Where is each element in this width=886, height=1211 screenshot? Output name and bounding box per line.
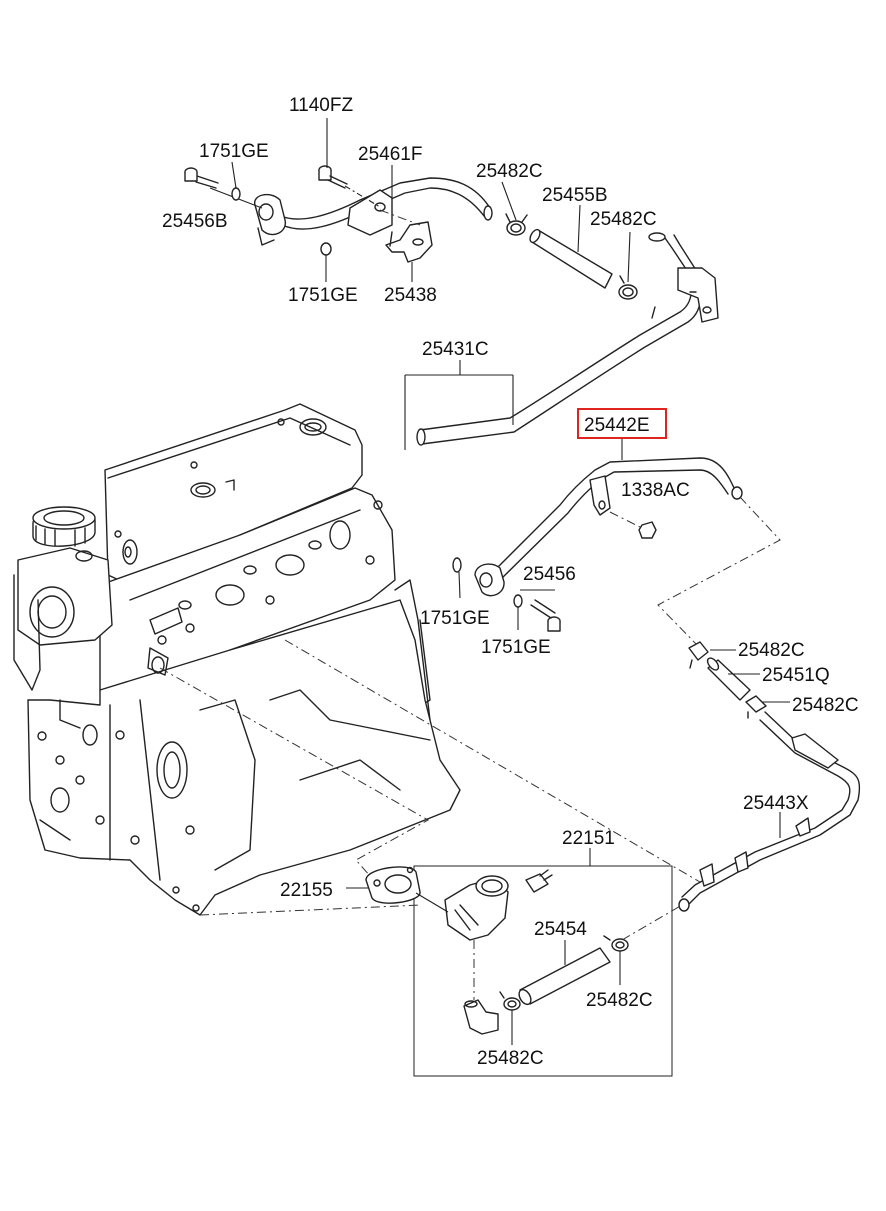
label-1140fz[interactable]: 1140FZ xyxy=(289,95,353,116)
label-25482c-e[interactable]: 25482C xyxy=(586,990,653,1011)
label-25454[interactable]: 25454 xyxy=(534,919,587,940)
gasket-22155 xyxy=(346,866,421,904)
label-25455b[interactable]: 25455B xyxy=(542,185,608,206)
label-25482c-d[interactable]: 25482C xyxy=(792,695,859,716)
bolt-25456b xyxy=(184,167,219,189)
pipe-25431c xyxy=(404,232,719,450)
nut-1338ac xyxy=(609,511,657,539)
clamp-25482c-c xyxy=(688,641,709,669)
bolt-25456 xyxy=(520,589,561,632)
label-25438[interactable]: 25438 xyxy=(384,285,437,306)
label-25482c-c[interactable]: 25482C xyxy=(738,640,805,661)
label-1338ac[interactable]: 1338AC xyxy=(621,480,690,501)
label-1751ge-mid-b[interactable]: 1751GE xyxy=(481,637,551,658)
label-25451q[interactable]: 25451Q xyxy=(762,665,830,686)
pipe-25442e-assembly xyxy=(452,438,781,649)
label-25482c-a[interactable]: 25482C xyxy=(476,161,543,182)
clamp-25482c-d xyxy=(745,695,767,719)
label-25443x[interactable]: 25443X xyxy=(743,793,809,814)
engine-block xyxy=(13,403,461,916)
bolt-1140fz xyxy=(318,118,381,208)
coolant-pipe-25461f-assembly xyxy=(184,118,719,450)
washer-1751ge-top xyxy=(231,187,241,201)
label-25482c-b[interactable]: 25482C xyxy=(590,209,657,230)
clamp-25482c-b xyxy=(618,231,638,300)
hose-25455b xyxy=(529,204,613,289)
hose-25454 xyxy=(518,940,611,1006)
pipe-25443x xyxy=(678,711,861,912)
label-25456[interactable]: 25456 xyxy=(523,564,576,585)
label-25461f[interactable]: 25461F xyxy=(358,144,422,165)
label-22151[interactable]: 22151 xyxy=(562,828,615,849)
clamp-25482c-e xyxy=(603,935,629,985)
clamp-25482c-f xyxy=(499,991,521,1045)
washer-1751ge-lower xyxy=(320,242,332,256)
water-outlet-22151-assembly xyxy=(346,848,683,1077)
washer-1751ge-mid-a xyxy=(452,557,462,573)
clamp-25482c-a xyxy=(505,213,528,236)
label-25482c-f[interactable]: 25482C xyxy=(477,1048,544,1069)
routing-line-block-to-pipe xyxy=(199,904,421,916)
routing-line-engine-to-gasket xyxy=(159,667,430,877)
hose-25451q-assembly xyxy=(688,641,790,719)
label-1751ge-lower[interactable]: 1751GE xyxy=(288,285,358,306)
label-25442e[interactable]: 25442E xyxy=(584,415,650,436)
washer-1751ge-mid-b xyxy=(513,594,523,608)
label-22155[interactable]: 22155 xyxy=(280,880,333,901)
label-1751ge-top[interactable]: 1751GE xyxy=(199,141,269,162)
label-25456b[interactable]: 25456B xyxy=(162,211,228,232)
label-25431c[interactable]: 25431C xyxy=(422,339,489,360)
bracket-25438 xyxy=(379,209,433,282)
routing-line-engine-to-pipe xyxy=(284,639,701,883)
part-labels: 1140FZ 1751GE 25461F 25482C 25455B 25482… xyxy=(162,95,859,1069)
highlight-box-25442e xyxy=(577,408,667,439)
label-1751ge-mid-a[interactable]: 1751GE xyxy=(420,608,490,629)
